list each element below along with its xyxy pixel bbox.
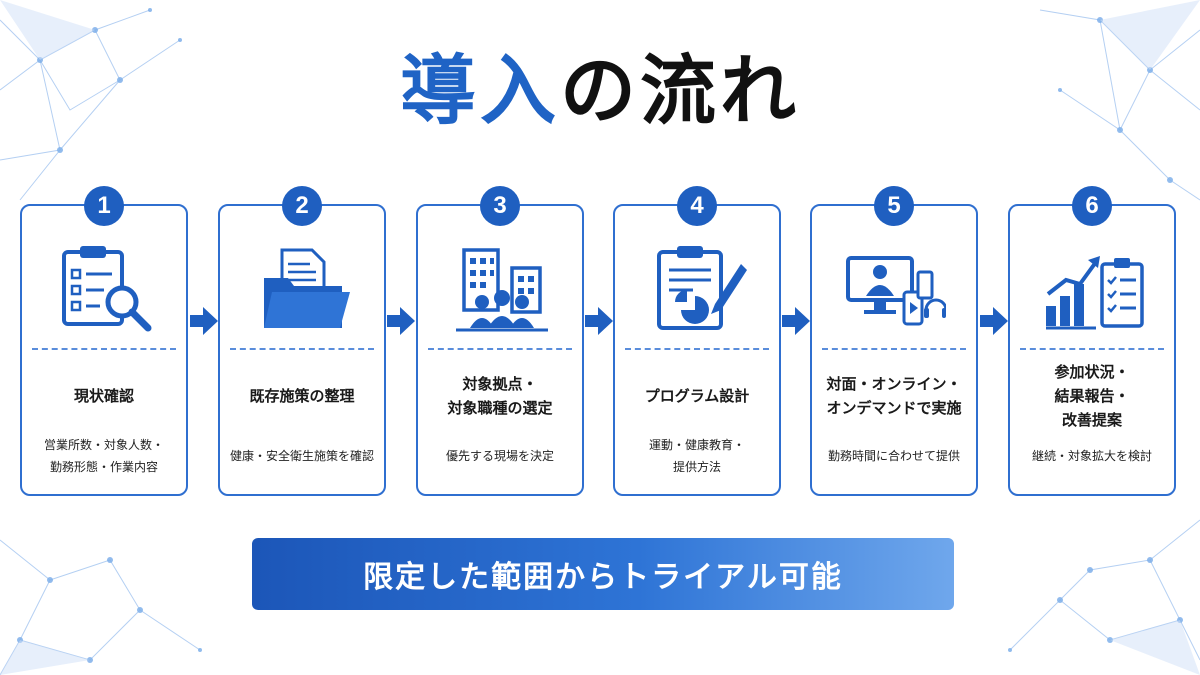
card-divider (822, 348, 966, 350)
step-card-1: 1 現状確認 営業所数・対象人数・ 勤務形態・作業内容 (20, 186, 188, 496)
folder-documents-icon (264, 248, 350, 328)
growth-chart-checklist-icon (1046, 256, 1144, 330)
step-name: 対面・オンライン・ オンデマンドで実施 (826, 375, 962, 417)
page-title: 導入の流れ (0, 36, 1200, 146)
arrow-right-icon (585, 307, 613, 335)
title-accent: 導入 (400, 46, 560, 135)
clipboard-search-icon (62, 246, 152, 332)
card-divider (625, 348, 769, 350)
step-name: 参加状況・ 結果報告・ 改善提案 (1054, 363, 1130, 429)
step-description: 優先する現場を決定 (445, 449, 554, 463)
step-number: 5 (874, 186, 914, 226)
arrow-right-icon (782, 307, 810, 335)
step-description: 勤務時間に合わせて提供 (827, 449, 960, 463)
step-number: 6 (1072, 186, 1112, 226)
step-name: プログラム設計 (644, 387, 750, 405)
card-divider (230, 348, 374, 350)
step-card-4: 4 プログラム設計 運動・健康教育・ 提供方法 (613, 186, 781, 496)
clipboard-chart-pen-icon (657, 246, 747, 330)
arrow-right-icon (190, 307, 218, 335)
step-card-6: 6 参加状況・ 結果報告・ 改善提案 継続・対象拡大を検討 (1008, 186, 1176, 496)
step-number: 1 (84, 186, 124, 226)
step-number: 3 (480, 186, 520, 226)
monitor-devices-icon (846, 256, 946, 326)
title-rest: の流れ (560, 46, 800, 135)
step-description: 健康・安全衛生施策を確認 (229, 449, 374, 463)
card-divider (428, 348, 572, 350)
card-divider (32, 348, 176, 350)
step-name: 対象拠点・ 対象職種の選定 (447, 375, 553, 417)
card-divider (1020, 348, 1164, 350)
step-description: 営業所数・対象人数・ 勤務形態・作業内容 (43, 438, 164, 474)
step-number: 4 (677, 186, 717, 226)
trial-banner: 限定した範囲からトライアル可能 (252, 538, 954, 610)
buildings-people-icon (456, 248, 548, 332)
step-card-5: 5 対面・オンライン・ オンデマンドで実施 勤務時間に合わせて提供 (810, 186, 978, 496)
arrow-right-icon (387, 307, 415, 335)
step-description: 運動・健康教育・ 提供方法 (648, 438, 745, 474)
step-card-3: 3 対象拠点・ 対象職種の選定 優先する現場を決定 (416, 186, 584, 496)
arrow-right-icon (980, 307, 1008, 335)
step-name: 既存施策の整理 (249, 387, 355, 405)
step-card-2: 2 既存施策の整理 健康・安全衛生施策を確認 (218, 186, 386, 496)
step-number: 2 (282, 186, 322, 226)
step-description: 継続・対象拡大を検討 (1031, 449, 1152, 463)
step-name: 現状確認 (73, 387, 134, 405)
